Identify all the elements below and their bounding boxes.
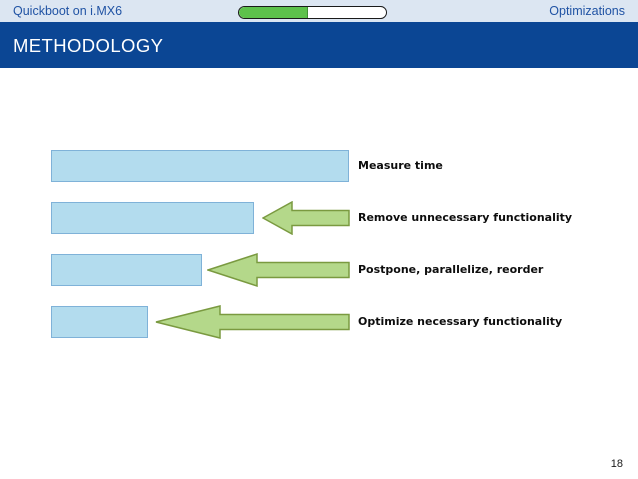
- step-label: Remove unnecessary functionality: [358, 211, 573, 224]
- left-arrow-icon: [155, 305, 350, 339]
- duration-bar: [51, 202, 254, 234]
- duration-bar: [51, 150, 349, 182]
- deck-title: Quickboot on i.MX6: [13, 4, 123, 18]
- duration-bar: [51, 306, 148, 338]
- left-arrow-icon: [207, 253, 350, 287]
- slide-header: Quickboot on i.MX6 Optimizations: [0, 0, 638, 22]
- page-number: 18: [610, 458, 623, 470]
- deck-progress-bar: [238, 6, 387, 19]
- methodology-row: Optimize necessary functionality: [0, 305, 638, 339]
- step-label: Postpone, parallelize, reorder: [358, 263, 544, 276]
- step-label: Optimize necessary functionality: [358, 315, 563, 328]
- step-label: Measure time: [358, 159, 443, 172]
- methodology-row: Measure time: [0, 150, 638, 182]
- slide-title: METHODOLOGY: [13, 35, 164, 56]
- section-title: Optimizations: [549, 4, 625, 18]
- title-banner: METHODOLOGY: [0, 22, 638, 68]
- deck-progress-fill: [239, 7, 308, 18]
- left-arrow-icon: [262, 201, 350, 235]
- methodology-row: Remove unnecessary functionality: [0, 201, 638, 235]
- methodology-row: Postpone, parallelize, reorder: [0, 253, 638, 287]
- duration-bar: [51, 254, 202, 286]
